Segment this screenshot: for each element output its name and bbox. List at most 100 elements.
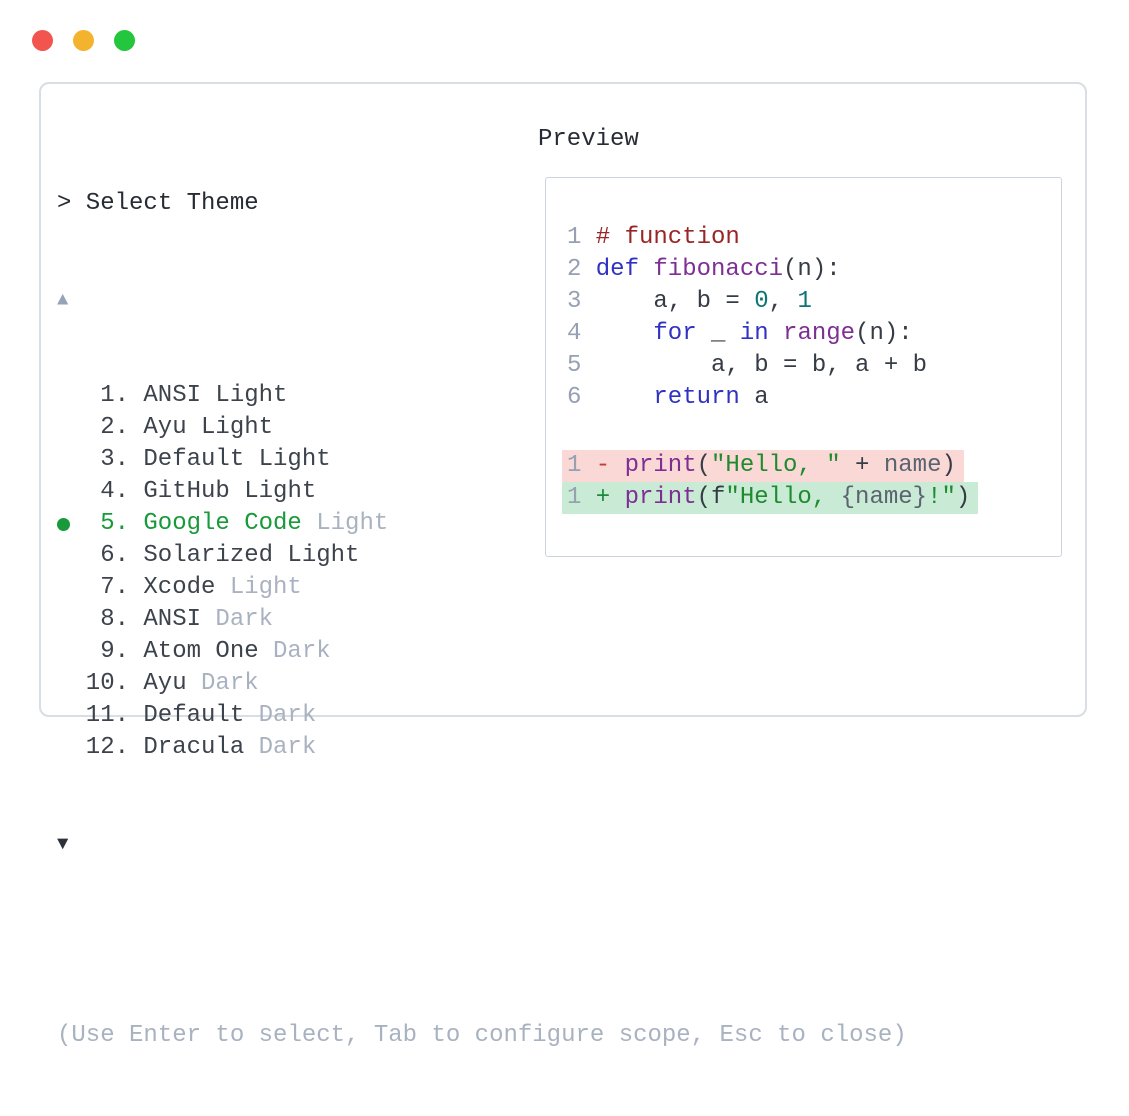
code-token-plus: +: [595, 484, 625, 511]
code-token-function: print: [624, 452, 697, 479]
code-token-keyword: for: [653, 320, 697, 347]
theme-item-solarized-light[interactable]: 6. Solarized Light: [57, 540, 907, 572]
code-token-plain: a, b =: [595, 288, 755, 315]
item-gutter: [57, 444, 86, 476]
code-line: 3 a, b = 0, 1: [567, 286, 1061, 318]
item-gutter: [57, 412, 86, 444]
item-name: ANSI: [129, 606, 202, 633]
theme-picker-dialog: > Select Theme ▲ 1. ANSI Light 2. Ayu Li…: [39, 82, 1087, 1049]
code-token-plain: ,: [768, 288, 798, 315]
code-token-plain: [769, 320, 783, 347]
theme-item-google-code-light[interactable]: 5. Google Code Light: [57, 508, 907, 540]
item-name: Atom One: [129, 638, 259, 665]
line-number: 1: [567, 484, 582, 511]
theme-item-xcode-light[interactable]: 7. Xcode Light: [57, 572, 907, 604]
code-token-plain: +: [840, 452, 884, 479]
code-token-identifier: {name}: [840, 484, 928, 511]
item-number: 8.: [85, 606, 130, 633]
item-name: ANSI: [129, 382, 202, 409]
window-controls: [32, 30, 135, 51]
scroll-up-indicator-icon[interactable]: ▲: [57, 289, 69, 311]
code-token-number: 1: [797, 288, 812, 315]
spacer-row: [57, 924, 907, 956]
item-number: 9.: [85, 638, 130, 665]
item-variant: Light: [301, 510, 389, 537]
item-name: Solarized: [129, 542, 274, 569]
code-token-plain: _: [696, 320, 740, 347]
code-line: 5 a, b = b, a + b: [567, 350, 1061, 382]
line-number: 1: [567, 224, 582, 251]
code-token-plain: (: [696, 452, 712, 479]
line-number: 2: [567, 256, 582, 283]
line-number: 3: [567, 288, 582, 315]
item-number: 3.: [85, 446, 130, 473]
item-variant: Light: [186, 414, 274, 441]
item-gutter: [57, 604, 86, 636]
item-name: Default: [129, 702, 245, 729]
theme-item-ayu-dark[interactable]: 10. Ayu Dark: [57, 668, 907, 700]
maximize-window-button[interactable]: [114, 30, 135, 51]
code-diff-spacer: [567, 414, 1061, 450]
theme-item-github-light[interactable]: 4. GitHub Light: [57, 476, 907, 508]
item-gutter: [57, 508, 86, 540]
line-number: 1: [567, 452, 582, 479]
item-number: 11.: [85, 702, 130, 729]
code-token-function: fibonacci: [653, 256, 784, 283]
code-token-plain: a: [739, 384, 769, 411]
item-variant: Dark: [186, 670, 259, 697]
item-number: 6.: [85, 542, 130, 569]
item-gutter: [57, 700, 86, 732]
item-gutter: [57, 572, 86, 604]
item-gutter: [57, 732, 86, 764]
code-token-plain: [639, 256, 653, 283]
item-name: GitHub: [129, 478, 230, 505]
code-token-keyword: return: [653, 384, 740, 411]
code-token-string: !": [927, 484, 956, 511]
item-variant: Dark: [201, 606, 274, 633]
code-token-string: "Hello,: [725, 484, 841, 511]
line-number: 6: [567, 384, 582, 411]
line-number: 5: [567, 352, 582, 379]
code-token-plain: [596, 384, 654, 411]
preview-label: Preview: [538, 126, 639, 153]
code-token-identifier: name: [883, 452, 942, 479]
code-token-plain: (n):: [855, 320, 913, 347]
item-variant: Light: [244, 446, 331, 473]
code-line: 1 # function: [567, 222, 1061, 254]
theme-item-atom-one-dark[interactable]: 9. Atom One Dark: [57, 636, 907, 668]
diff-line-added: 1+ print(f"Hello, {name}!"): [562, 482, 1061, 514]
code-token-plain: a, b = b, a + b: [595, 352, 928, 379]
close-window-button[interactable]: [32, 30, 53, 51]
code-token-plain: ): [955, 484, 971, 511]
theme-item-ayu-light[interactable]: 2. Ayu Light: [57, 412, 907, 444]
theme-item-default-dark[interactable]: 11. Default Dark: [57, 700, 907, 732]
code-line: 6 return a: [567, 382, 1061, 414]
item-number: 2.: [85, 414, 130, 441]
item-variant: Light: [215, 574, 302, 601]
line-number: 4: [567, 320, 582, 347]
scroll-down-indicator-icon[interactable]: ▼: [57, 833, 69, 855]
code-line: 4 for _ in range(n):: [567, 318, 1061, 350]
code-token-number: 0: [754, 288, 769, 315]
theme-item-default-light[interactable]: 3. Default Light: [57, 444, 907, 476]
item-variant: Dark: [244, 702, 317, 729]
code-token-plain: ): [941, 452, 956, 479]
code-token-keyword: def: [595, 256, 639, 283]
code-token-comment: # function: [595, 224, 740, 251]
item-gutter: [57, 476, 86, 508]
item-gutter: [57, 636, 86, 668]
minimize-window-button[interactable]: [73, 30, 94, 51]
item-name: Ayu: [129, 670, 187, 697]
diff-added-highlight: 1+ print(f"Hello, {name}!"): [562, 482, 979, 514]
code-token-string: "Hello, ": [711, 452, 841, 479]
theme-item-ansi-dark[interactable]: 8. ANSI Dark: [57, 604, 907, 636]
code-token-keyword: in: [739, 320, 769, 347]
theme-item-dracula-dark[interactable]: 12. Dracula Dark: [57, 732, 907, 764]
item-number: 4.: [85, 478, 130, 505]
theme-item-ansi-light[interactable]: 1. ANSI Light: [57, 380, 907, 412]
code-token-function: range: [783, 320, 856, 347]
selected-bullet-icon: [57, 518, 70, 531]
